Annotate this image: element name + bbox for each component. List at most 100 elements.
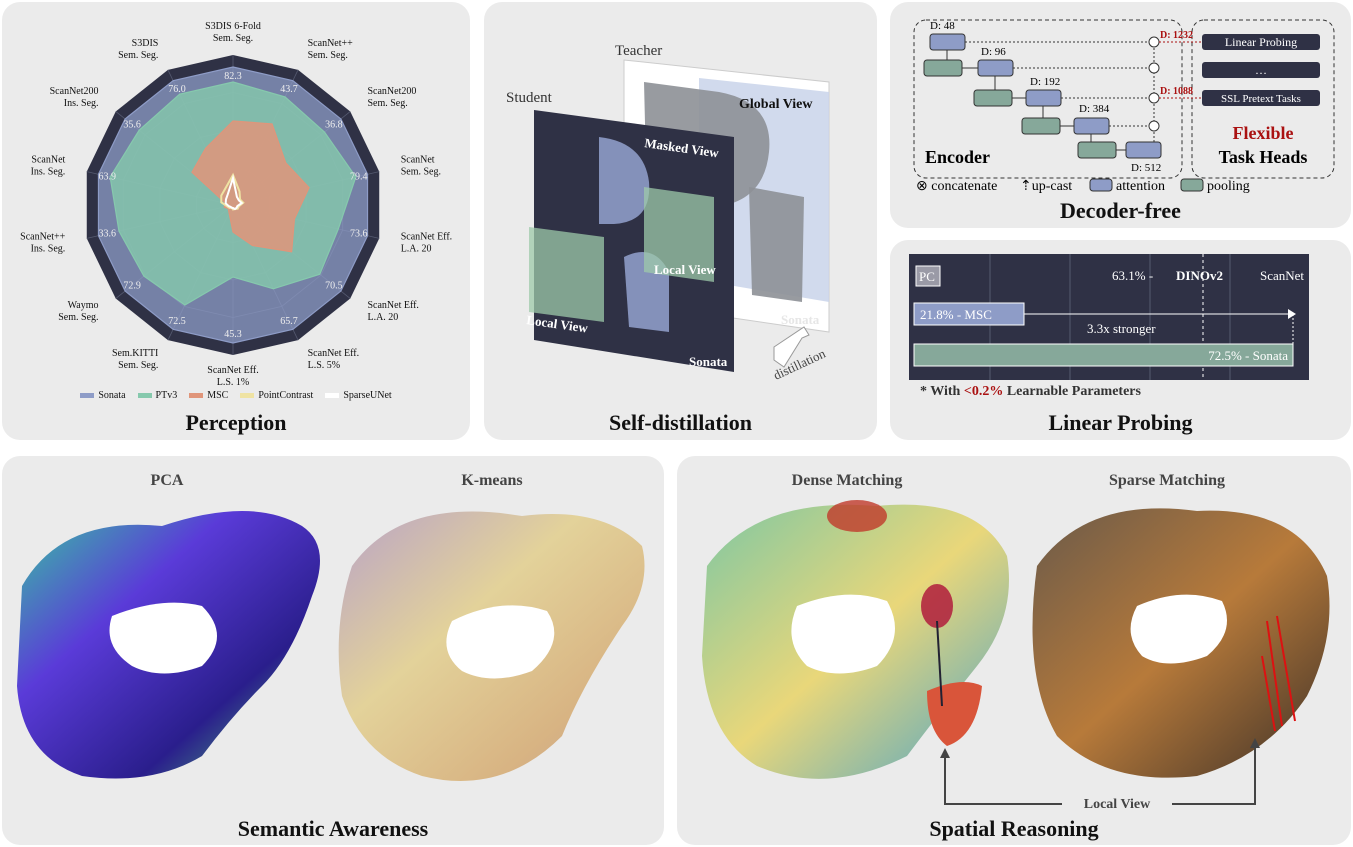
stronger-label: 3.3x stronger — [1087, 321, 1156, 336]
d1088-label: D: 1088 — [1160, 86, 1193, 97]
radar-axis-label: ScanNet — [401, 155, 435, 166]
radar-series-3 — [220, 172, 245, 211]
radar-axis-label: Sem. Seg. — [367, 98, 407, 109]
radar-series-2 — [191, 120, 310, 253]
decoder-free-title: Decoder-free — [1060, 198, 1181, 223]
d512-label: D: 512 — [1131, 162, 1161, 174]
d1232-label: D: 1232 — [1160, 30, 1193, 41]
radar-axis-label: Sem.KITTI — [112, 348, 158, 359]
legend-swatch — [240, 393, 255, 399]
spatial-point-clouds: Local View — [702, 500, 1330, 813]
radar-value-label: 45.3 — [224, 329, 242, 340]
local-view-label: Local View — [1084, 797, 1151, 812]
legend-swatch — [137, 393, 152, 399]
radar-series-4 — [224, 174, 244, 211]
dinov2-name: DINOv2 — [1176, 268, 1223, 283]
d48-label: D: 48 — [930, 20, 955, 32]
radar-axis-label: ScanNet Eff. — [401, 231, 452, 242]
radar-axis-label: L.S. 1% — [217, 377, 250, 388]
radar-value-label: 70.5 — [325, 280, 343, 291]
decoder-free-diagram: D: 48 D: 96 D: 192 D: 384 D: 512 D: 1232… — [913, 19, 1335, 194]
head-linear-probing: Linear Probing — [1225, 35, 1297, 49]
radar-axis-label: ScanNet200 — [367, 86, 416, 97]
radar-value-label: 73.6 — [350, 229, 368, 240]
legend-pooling: pooling — [1207, 179, 1250, 194]
legend-label: PointContrast — [258, 390, 314, 401]
head-ssl-pretext: SSL Pretext Tasks — [1221, 93, 1301, 105]
radar-legend: Sonata PTv3 MSC PointContrast SparseUNet — [2, 390, 470, 401]
radar-value-label: 65.7 — [280, 316, 298, 327]
radar-axis-label: ScanNet200 — [50, 86, 99, 97]
dinov2-value: 63.1% - — [1112, 268, 1153, 283]
radar-value-label: 72.5 — [168, 316, 186, 327]
flexible-label: Flexible — [1233, 123, 1294, 143]
d96-label: D: 96 — [981, 46, 1006, 58]
legend-upcast: ⇡up-cast — [1020, 179, 1072, 194]
radar-value-label: 33.6 — [98, 229, 116, 240]
legend-swatch — [189, 393, 204, 399]
radar-value-label: 79.4 — [350, 171, 368, 182]
teacher-label: Teacher — [615, 43, 662, 59]
dataset-label: ScanNet — [1260, 268, 1304, 283]
radar-axis-label: L.A. 20 — [367, 312, 398, 323]
radar-axis-label: Sem. Seg. — [308, 50, 348, 61]
radar-value-label: 76.0 — [168, 84, 186, 95]
sonata-teacher-label: Sonata — [781, 312, 820, 327]
legend-item: Sonata — [80, 390, 126, 401]
linear-probing-chart: PC ScanNet 63.1% - DINOv2 21.8% - MSC 3.… — [909, 254, 1309, 380]
distillation-arrow — [773, 326, 810, 368]
student-label: Student — [506, 90, 553, 106]
self-distillation-panel: Teacher Student Global View Masked View … — [484, 2, 877, 440]
radar-axis-label: Ins. Seg. — [31, 167, 66, 178]
legend-label: MSC — [207, 390, 229, 401]
distillation-diagram: Teacher Student Global View Masked View … — [506, 43, 830, 383]
radar-axis-label: ScanNet++ — [308, 38, 354, 49]
footnote-suffix: Learnable Parameters — [1003, 384, 1141, 399]
semantic-awareness-panel: PCA K-means Semantic Awareness — [2, 456, 664, 845]
legend-attention: attention — [1116, 179, 1165, 194]
dense-matching-label: Dense Matching — [791, 472, 903, 489]
legend-item: SparseUNet — [325, 390, 392, 401]
radar-axis-label: S3DIS — [132, 38, 159, 49]
linear-probing-footnote: * With <0.2% Learnable Parameters — [920, 384, 1141, 400]
radar-axis-label: Sem. Seg. — [213, 33, 253, 44]
radar-value-label: 35.6 — [123, 120, 141, 131]
global-view-label: Global View — [739, 97, 813, 112]
pca-label: PCA — [150, 472, 184, 489]
sparse-matching-label: Sparse Matching — [1109, 472, 1225, 489]
radar-axis-label: ScanNet Eff. — [207, 365, 258, 376]
legend-item: PTv3 — [137, 390, 177, 401]
head-ellipsis: … — [1255, 63, 1267, 77]
radar-axis-label: ScanNet Eff. — [367, 300, 418, 311]
radar-axis-label: ScanNet Eff. — [308, 348, 359, 359]
semantic-awareness-title: Semantic Awareness — [237, 816, 429, 841]
sonata-student-label: Sonata — [689, 354, 728, 369]
linear-probing-panel: PC ScanNet 63.1% - DINOv2 21.8% - MSC 3.… — [890, 240, 1351, 440]
radar-value-label: 36.8 — [325, 120, 343, 131]
radar-axis-label: Sem. Seg. — [118, 50, 158, 61]
perception-title: Perception — [185, 410, 287, 435]
semantic-point-clouds — [17, 511, 645, 781]
radar-axis-label: Ins. Seg. — [64, 98, 99, 109]
legend-item: MSC — [189, 390, 228, 401]
msc-label: 21.8% - MSC — [920, 307, 992, 322]
self-distillation-title: Self-distillation — [608, 410, 752, 435]
radar-value-label: 63.9 — [98, 171, 116, 182]
pc-label: PC — [919, 269, 935, 284]
legend-item: PointContrast — [240, 390, 313, 401]
decoder-free-panel: D: 48 D: 96 D: 192 D: 384 D: 512 D: 1232… — [890, 2, 1351, 228]
radar-axis-label: S3DIS 6-Fold — [205, 21, 261, 32]
legend-swatch — [80, 393, 95, 399]
kmeans-label: K-means — [461, 472, 523, 489]
spatial-reasoning-title: Spatial Reasoning — [929, 816, 1099, 841]
local-view-label-2: Local View — [654, 262, 716, 277]
task-heads-label: Task Heads — [1219, 147, 1308, 167]
legend-swatch — [325, 393, 340, 399]
radar-axis-label: Ins. Seg. — [31, 243, 66, 254]
radar-axis-label: Waymo — [68, 300, 99, 311]
radar-value-label: 82.3 — [224, 71, 242, 82]
radar-axis-label: Sem. Seg. — [118, 360, 158, 371]
radar-axis-label: ScanNet — [31, 155, 65, 166]
